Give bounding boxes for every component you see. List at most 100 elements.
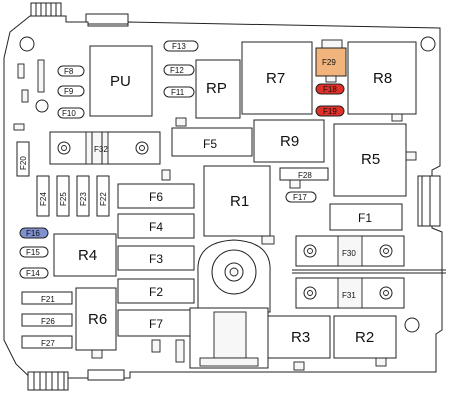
- fuse-f1-label: F1: [358, 211, 372, 225]
- fuse-f3: F3: [117, 245, 195, 271]
- relay-rp-label: RP: [206, 80, 227, 97]
- fuse-f22-label: F22: [99, 192, 108, 206]
- fuse-f10-label: F10: [62, 109, 76, 118]
- fuse-f30-label: F30: [342, 249, 356, 258]
- fuse-f8: F8: [57, 65, 85, 77]
- fuse-f20-label: F20: [19, 156, 28, 170]
- fuse-f22: F22: [96, 175, 110, 217]
- mounting-hole-left: [35, 99, 49, 113]
- top-connector-left: [30, 2, 62, 18]
- relay-r4-label: R4: [78, 247, 97, 264]
- fuse-f25-label: F25: [59, 192, 68, 206]
- bottom-connector-left: [27, 371, 69, 391]
- fuse-f31: F31: [295, 277, 405, 309]
- round-connector: [197, 239, 271, 313]
- fuse-f9: F9: [57, 85, 85, 97]
- fuse-f5: F5: [171, 127, 253, 157]
- relay-r6: R6: [75, 287, 117, 351]
- fuse-f20: F20: [16, 141, 30, 177]
- relay-r1: R1: [203, 165, 271, 237]
- relay-r9: R9: [253, 119, 325, 163]
- fuse-f23: F23: [76, 175, 90, 217]
- top-connector-right: [85, 13, 129, 25]
- relay-pu-label: PU: [110, 73, 131, 90]
- fuse-f28: F28: [279, 167, 329, 181]
- fuse-f26-label: F26: [41, 317, 55, 326]
- fuse-f15: F15: [19, 246, 49, 258]
- clip: [405, 151, 417, 161]
- fuse-f14: F14: [19, 267, 49, 279]
- fuse-f13-label: F13: [172, 42, 186, 51]
- fuse-f11-label: F11: [171, 88, 185, 97]
- relay-r8: R8: [347, 41, 417, 115]
- mounting-hole-top-left: [19, 36, 35, 52]
- clip: [161, 169, 171, 181]
- fuse-f17-label: F17: [293, 193, 307, 202]
- fuse-f10: F10: [57, 107, 85, 119]
- relay-r3: R3: [267, 315, 331, 359]
- fuse-f29-label: F29: [322, 58, 336, 67]
- fuse-f15-label: F15: [26, 248, 40, 257]
- fuse-f32: F32: [49, 131, 161, 165]
- relay-pu: PU: [89, 45, 153, 117]
- fuse-f16-label: F16: [26, 229, 40, 238]
- clip: [17, 63, 25, 79]
- fuse-f2: F2: [117, 278, 195, 304]
- clip: [37, 59, 45, 93]
- fuse-f16: F16: [19, 227, 49, 239]
- relay-r7-label: R7: [266, 70, 285, 87]
- clip: [293, 361, 305, 371]
- fuse-f18: F18: [315, 83, 345, 95]
- relay-r2-label: R2: [355, 329, 374, 346]
- fuse-f11: F11: [163, 86, 195, 98]
- fuse-f12-label: F12: [170, 66, 184, 75]
- relay-rp: RP: [195, 59, 241, 119]
- fuse-f4-label: F4: [149, 220, 163, 234]
- fuse-f6: F6: [117, 183, 195, 209]
- fuse-f19: F19: [315, 105, 345, 117]
- mounting-hole-top-right: [420, 36, 436, 52]
- fuse-f28-label: F28: [298, 171, 312, 180]
- fuse-f32-label: F32: [94, 145, 108, 154]
- fuse-f4: F4: [117, 213, 195, 239]
- fuse-f18-label: F18: [323, 85, 337, 94]
- relay-r5-label: R5: [361, 151, 380, 168]
- relay-r7: R7: [241, 41, 313, 115]
- fuse-f3-label: F3: [149, 252, 163, 266]
- clip: [91, 349, 103, 359]
- fuse-f14-label: F14: [26, 269, 40, 278]
- side-connector-right: [417, 175, 441, 227]
- bottom-socket: [189, 307, 269, 369]
- fuse-f30: F30: [295, 235, 405, 267]
- mounting-hole-bottom-right: [404, 317, 420, 333]
- fuse-f8-label: F8: [64, 67, 74, 76]
- fuse-f27: F27: [21, 335, 73, 349]
- clip: [151, 339, 161, 353]
- relay-r3-label: R3: [291, 329, 310, 346]
- fuse-f19-label: F19: [323, 107, 337, 116]
- clip: [375, 357, 387, 367]
- relay-r5: R5: [333, 123, 407, 197]
- fuse-f21: F21: [21, 291, 73, 305]
- relay-r8-label: R8: [373, 70, 392, 87]
- fuse-f26: F26: [21, 313, 73, 327]
- fuse-f25: F25: [56, 175, 70, 217]
- fuse-f2-label: F2: [149, 285, 163, 299]
- bottom-connector-right: [87, 369, 125, 381]
- clip: [261, 235, 275, 245]
- fuse-f27-label: F27: [41, 339, 55, 348]
- relay-r1-label: R1: [230, 193, 249, 210]
- fuse-f7-label: F7: [149, 317, 163, 331]
- relay-r9-label: R9: [280, 133, 299, 150]
- fuse-f23-label: F23: [79, 192, 88, 206]
- clip: [289, 179, 301, 189]
- fuse-f31-label: F31: [342, 291, 356, 300]
- fuse-f24-label: F24: [39, 192, 48, 206]
- fuse-f5-label: F5: [203, 137, 217, 151]
- clip: [13, 123, 25, 131]
- fuse-f6-label: F6: [149, 190, 163, 204]
- fuse-f24: F24: [36, 175, 50, 217]
- fuse-f29: F29: [315, 39, 347, 83]
- relay-r2: R2: [333, 315, 397, 359]
